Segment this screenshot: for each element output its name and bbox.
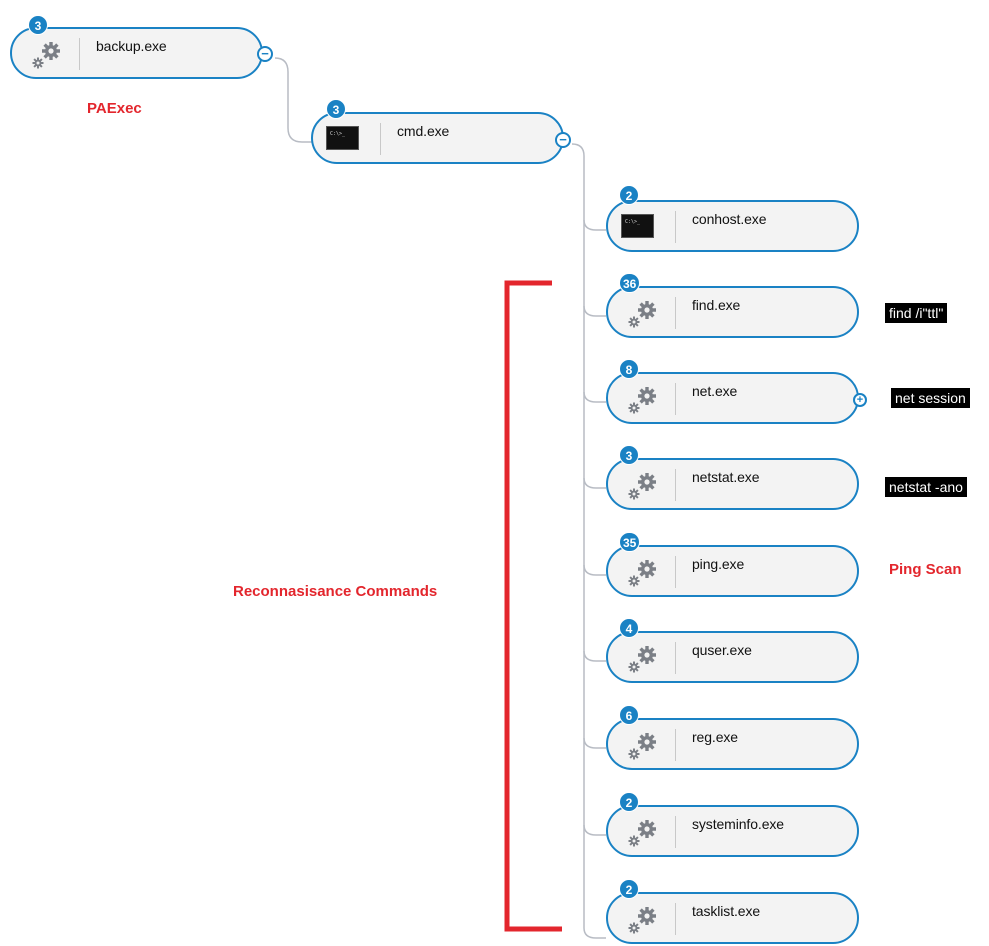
- recon-bracket: [504, 280, 562, 932]
- count-badge: 3: [28, 15, 48, 35]
- count-badge: 36: [619, 273, 641, 293]
- node-divider: [675, 297, 676, 329]
- process-label: systeminfo.exe: [692, 816, 784, 832]
- find-command-annotation: find /i"ttl": [885, 303, 948, 323]
- gear-icon: [628, 733, 656, 760]
- node-divider: [675, 729, 676, 761]
- process-label: backup.exe: [96, 38, 167, 54]
- process-node-ping[interactable]: ping.exe: [606, 545, 859, 597]
- node-divider: [675, 903, 676, 935]
- gear-icon: [628, 473, 656, 500]
- gear-icon: [628, 646, 656, 673]
- process-label: find.exe: [692, 297, 741, 313]
- process-node-backup[interactable]: backup.exe: [10, 27, 263, 79]
- process-node-quser[interactable]: quser.exe: [606, 631, 859, 683]
- process-node-tasklist[interactable]: tasklist.exe: [606, 892, 859, 944]
- net-command-annotation: net session: [891, 388, 970, 408]
- node-divider: [79, 38, 80, 70]
- process-node-net[interactable]: net.exe: [606, 372, 859, 424]
- node-divider: [380, 123, 381, 155]
- gear-icon: [628, 907, 656, 934]
- count-badge: 2: [619, 879, 639, 899]
- terminal-icon: C:\>_: [326, 126, 359, 150]
- ping-scan-annotation: Ping Scan: [889, 561, 962, 578]
- gear-icon: [628, 820, 656, 847]
- node-divider: [675, 642, 676, 674]
- count-badge: 2: [619, 185, 639, 205]
- process-node-reg[interactable]: reg.exe: [606, 718, 859, 770]
- count-badge: 2: [619, 792, 639, 812]
- process-label: quser.exe: [692, 642, 752, 658]
- count-badge: 35: [619, 532, 641, 552]
- process-label: net.exe: [692, 383, 738, 399]
- gear-icon: [32, 42, 60, 69]
- recon-commands-annotation: Reconnasisance Commands: [233, 583, 438, 600]
- collapse-toggle[interactable]: −: [257, 46, 273, 62]
- node-divider: [675, 556, 676, 588]
- count-badge: 3: [326, 99, 346, 119]
- gear-icon: [628, 387, 656, 414]
- node-divider: [675, 469, 676, 501]
- count-badge: 3: [619, 445, 639, 465]
- paexec-annotation: PAExec: [87, 100, 142, 117]
- process-label: cmd.exe: [397, 123, 450, 139]
- process-node-systeminfo[interactable]: systeminfo.exe: [606, 805, 859, 857]
- process-node-find[interactable]: find.exe: [606, 286, 859, 338]
- process-node-conhost[interactable]: C:\>_ conhost.exe: [606, 200, 859, 252]
- process-node-cmd[interactable]: C:\>_ cmd.exe: [311, 112, 564, 164]
- terminal-icon: C:\>_: [621, 214, 654, 238]
- expand-toggle[interactable]: +: [853, 393, 867, 407]
- process-node-netstat[interactable]: netstat.exe: [606, 458, 859, 510]
- count-badge: 6: [619, 705, 639, 725]
- process-label: ping.exe: [692, 556, 745, 572]
- node-divider: [675, 383, 676, 415]
- node-divider: [675, 816, 676, 848]
- node-divider: [675, 211, 676, 243]
- count-badge: 8: [619, 359, 639, 379]
- process-label: tasklist.exe: [692, 903, 761, 919]
- process-label: conhost.exe: [692, 211, 767, 227]
- collapse-toggle[interactable]: −: [555, 132, 571, 148]
- process-label: reg.exe: [692, 729, 738, 745]
- process-label: netstat.exe: [692, 469, 760, 485]
- gear-icon: [628, 301, 656, 328]
- count-badge: 4: [619, 618, 639, 638]
- gear-icon: [628, 560, 656, 587]
- netstat-command-annotation: netstat -ano: [885, 477, 967, 497]
